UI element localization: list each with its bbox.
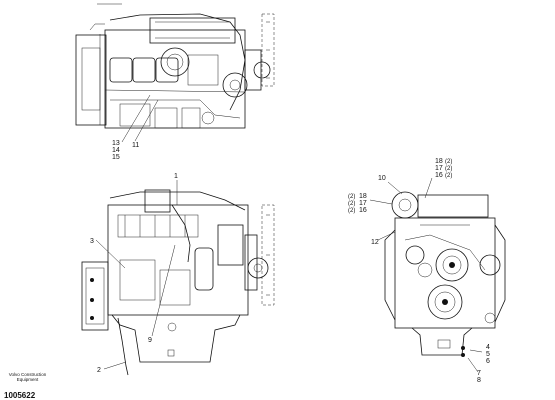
- callout-13: 13: [112, 140, 120, 147]
- company-name-line2: Equipment: [16, 377, 39, 382]
- engine-front-view: [369, 177, 506, 373]
- callout-16: 16: [435, 172, 443, 179]
- engine-top-view: [75, 3, 275, 143]
- callout-16-left: 16: [359, 207, 367, 214]
- callout-12: 12: [371, 239, 379, 246]
- company-name-line1: Volvo Construction: [8, 372, 47, 377]
- engine-side-view: [81, 180, 275, 376]
- footer: Volvo Construction Equipment 1005622: [0, 372, 60, 400]
- callout-5: 5: [486, 351, 490, 358]
- callout-18-left: 18: [359, 193, 367, 200]
- callout-16-qty: (2): [445, 173, 452, 179]
- callout-14: 14: [112, 147, 120, 154]
- callout-18-qty: (2): [445, 159, 452, 165]
- callout-17-qty: (2): [445, 166, 452, 172]
- callout-1: 1: [174, 173, 178, 180]
- callout-7: 7: [477, 370, 481, 377]
- callout-4: 4: [486, 344, 490, 351]
- document-number: 1005622: [4, 391, 36, 400]
- callout-16-left-qty: (2): [348, 208, 355, 214]
- callout-8: 8: [477, 377, 481, 384]
- callout-18-left-qty: (2): [348, 194, 355, 200]
- callout-17: 17: [435, 165, 443, 172]
- callout-15: 15: [112, 154, 120, 161]
- callout-17-left: 17: [359, 200, 367, 207]
- callout-18: 18: [435, 158, 443, 165]
- callout-9: 9: [148, 337, 152, 344]
- callout-2: 2: [97, 367, 101, 374]
- callout-10: 10: [378, 175, 386, 182]
- callout-3: 3: [90, 238, 94, 245]
- callout-17-left-qty: (2): [348, 201, 355, 207]
- callout-6: 6: [486, 358, 490, 365]
- callout-11: 11: [132, 142, 139, 149]
